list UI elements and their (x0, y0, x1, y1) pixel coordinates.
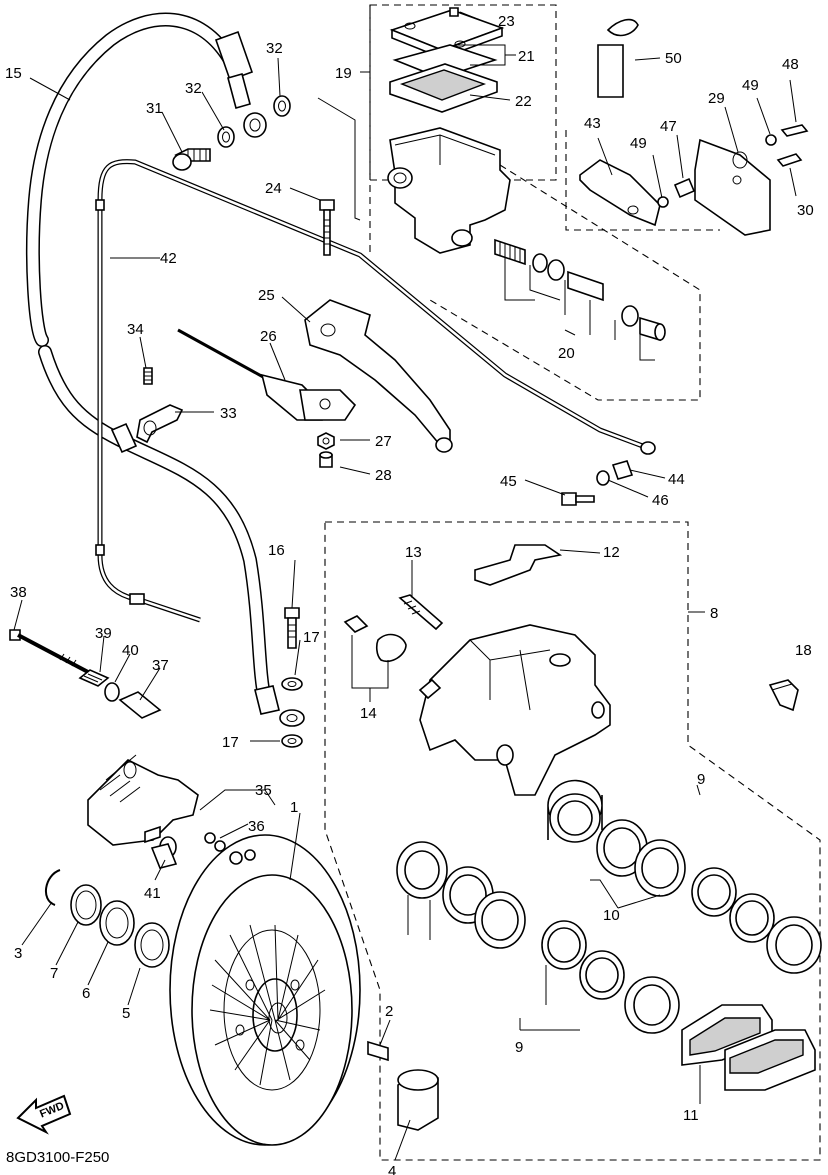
callout-36: 36 (248, 818, 265, 835)
brake-caliper[interactable] (343, 544, 799, 796)
pivot-hardware[interactable] (561, 460, 634, 506)
callout-40: 40 (122, 642, 139, 659)
circlip-and-washers[interactable] (45, 869, 170, 968)
top-banjo-fitting[interactable] (172, 95, 291, 171)
drawing-code: 8GD3100-F250 (6, 1149, 109, 1166)
callout-29: 29 (708, 90, 725, 107)
callout-9-lower: 9 (515, 1039, 523, 1056)
callout-labels: 1 2 3 4 5 6 7 8 9 9 10 11 12 13 14 15 16… (5, 13, 814, 1175)
callout-49-left: 49 (630, 135, 647, 152)
callout-45: 45 (500, 473, 517, 490)
cable[interactable] (95, 159, 656, 623)
caliper-banjo-bolt[interactable] (279, 607, 305, 748)
callout-38: 38 (10, 584, 27, 601)
brake-pads[interactable] (681, 1004, 816, 1091)
callout-16: 16 (268, 542, 285, 559)
callout-13: 13 (405, 544, 422, 561)
piston-kit[interactable] (494, 238, 666, 342)
caliper-pistons-and-seals[interactable] (396, 779, 822, 1034)
master-cylinder-body[interactable] (387, 127, 511, 254)
callout-19: 19 (335, 65, 352, 82)
forward-arrow-icon: FWD (16, 1094, 72, 1135)
callout-48: 48 (782, 56, 799, 73)
parking-brake-assembly[interactable] (9, 629, 256, 869)
callout-17-upper: 17 (303, 629, 320, 646)
callout-9-upper: 9 (697, 771, 705, 788)
nut-and-collar[interactable] (317, 432, 335, 468)
hose-bracket[interactable] (136, 367, 184, 444)
brake-switch[interactable] (177, 328, 357, 421)
callout-43: 43 (584, 115, 601, 132)
callout-6: 6 (82, 985, 90, 1002)
callout-49-right: 49 (742, 77, 759, 94)
callout-18: 18 (795, 642, 812, 659)
callout-1: 1 (290, 799, 298, 816)
callout-35: 35 (255, 782, 272, 799)
callout-21: 21 (518, 48, 535, 65)
callout-50: 50 (665, 50, 682, 67)
callout-47: 47 (660, 118, 677, 135)
bolt[interactable] (319, 199, 335, 256)
callout-23: 23 (498, 13, 515, 30)
callout-3: 3 (14, 945, 22, 962)
master-cylinder-cap[interactable] (389, 7, 505, 113)
callout-31: 31 (146, 100, 163, 117)
callout-42: 42 (160, 250, 177, 267)
callout-32-left: 32 (185, 80, 202, 97)
callout-46: 46 (652, 492, 669, 509)
callout-25: 25 (258, 287, 275, 304)
callout-34: 34 (127, 321, 144, 338)
callout-17-lower: 17 (222, 734, 239, 751)
callout-27: 27 (375, 433, 392, 450)
callout-11: 11 (683, 1107, 699, 1124)
callout-44: 44 (668, 471, 685, 488)
callout-10: 10 (603, 907, 620, 924)
brake-disc[interactable] (169, 834, 361, 1146)
callout-2: 2 (385, 1003, 393, 1020)
callout-37: 37 (152, 657, 169, 674)
dashed-group-outlines (324, 4, 821, 1161)
callout-26: 26 (260, 328, 277, 345)
callout-22: 22 (515, 93, 532, 110)
callout-41: 41 (144, 885, 161, 902)
callout-39: 39 (95, 625, 112, 642)
callout-5: 5 (122, 1005, 130, 1022)
brake-hose[interactable] (26, 12, 280, 715)
key-and-collar[interactable] (367, 1040, 439, 1131)
callout-32-right: 32 (266, 40, 283, 57)
callout-33: 33 (220, 405, 237, 422)
callout-24: 24 (265, 180, 282, 197)
callout-8: 8 (710, 605, 718, 622)
brake-lever[interactable] (304, 299, 453, 453)
callout-14: 14 (360, 705, 377, 722)
callout-12: 12 (603, 544, 620, 561)
reservoir-bracket[interactable] (579, 18, 809, 236)
callout-4: 4 (388, 1163, 396, 1175)
leader-lines (13, 11, 797, 1161)
callout-7: 7 (50, 965, 58, 982)
callout-30: 30 (797, 202, 814, 219)
callout-20: 20 (558, 345, 575, 362)
callout-15: 15 (5, 65, 22, 82)
callout-28: 28 (375, 467, 392, 484)
